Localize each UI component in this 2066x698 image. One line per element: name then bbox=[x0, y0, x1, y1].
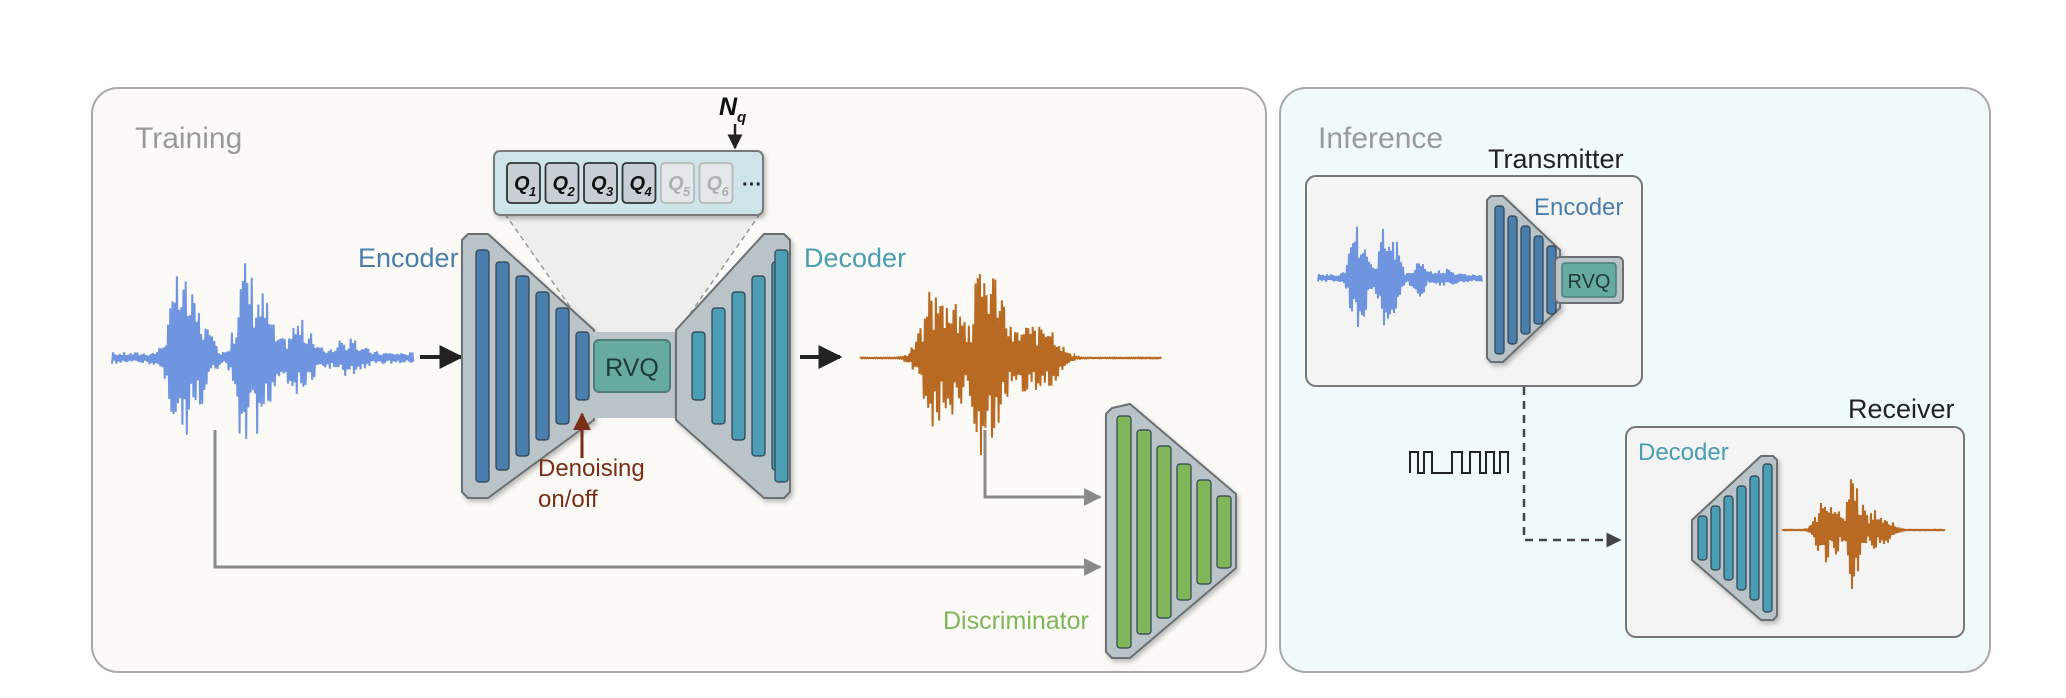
svg-text:4: 4 bbox=[644, 184, 653, 199]
rx-decoder-layer-6 bbox=[1762, 463, 1773, 613]
rx-decoder-layer-5 bbox=[1749, 475, 1760, 601]
tx-encoder-layer-1 bbox=[1494, 205, 1505, 355]
input-waveform bbox=[111, 263, 415, 439]
svg-text:Q: Q bbox=[707, 173, 723, 195]
transmitter-encoder-block bbox=[1486, 195, 1570, 363]
decoder-outer-layer-1 bbox=[774, 249, 789, 483]
quantizer-ellipsis: ··· bbox=[742, 174, 762, 196]
discriminator-layer-2 bbox=[1136, 429, 1152, 635]
discriminator-layer-4 bbox=[1176, 463, 1192, 601]
rx-decoder-layer-3 bbox=[1723, 495, 1734, 581]
svg-text:Q: Q bbox=[514, 173, 530, 195]
encoder-block bbox=[461, 233, 595, 499]
encoder-layer-5 bbox=[555, 307, 570, 425]
decoder-layer-1 bbox=[691, 331, 706, 401]
svg-text:3: 3 bbox=[606, 184, 614, 199]
svg-text:1: 1 bbox=[529, 184, 536, 199]
svg-text:Q: Q bbox=[668, 173, 684, 195]
svg-text:2: 2 bbox=[567, 184, 576, 199]
decoder-block bbox=[675, 233, 791, 499]
rx-decoder-layer-2 bbox=[1710, 505, 1721, 571]
svg-text:5: 5 bbox=[683, 184, 691, 199]
encoder-label: Encoder bbox=[358, 243, 459, 273]
discriminator-layer-3 bbox=[1156, 445, 1172, 619]
transmission-link bbox=[1522, 387, 1622, 548]
tx-encoder-layer-4 bbox=[1533, 235, 1544, 325]
decoder-layer-3 bbox=[731, 291, 746, 441]
svg-text:Q: Q bbox=[553, 173, 569, 195]
transmitter-box bbox=[1305, 175, 1643, 387]
decoder-label: Decoder bbox=[804, 243, 906, 273]
rvq-label: RVQ bbox=[605, 354, 659, 382]
discriminator-layer-6 bbox=[1216, 495, 1232, 569]
rx-decoder-layer-4 bbox=[1736, 485, 1747, 591]
bitstream-icon bbox=[1409, 451, 1509, 474]
inference-title: Inference bbox=[1318, 122, 1443, 155]
encoder-layer-1 bbox=[475, 249, 490, 483]
encoder-layer-2 bbox=[495, 261, 510, 471]
inference-panel: Inference Transmitter RVQ Encoder Receiv… bbox=[1279, 87, 1991, 673]
discriminator-block bbox=[1105, 403, 1237, 659]
discriminator-label: Discriminator bbox=[943, 607, 1089, 635]
tx-encoder-layer-3 bbox=[1520, 225, 1531, 335]
rx-decoder-layer-1 bbox=[1697, 515, 1708, 561]
svg-text:6: 6 bbox=[722, 184, 730, 199]
encoder-layer-4 bbox=[535, 291, 550, 441]
output-waveform bbox=[859, 274, 1163, 456]
transmitter-rvq-block: RVQ bbox=[1554, 256, 1624, 304]
arrow-input-to-discriminator bbox=[213, 430, 1102, 576]
encoder-layer-3 bbox=[515, 275, 530, 457]
quantizer-zoom-funnel bbox=[505, 214, 760, 338]
svg-text:Q: Q bbox=[591, 173, 607, 195]
training-title: Training bbox=[135, 122, 242, 155]
receiver-decoder-block bbox=[1691, 455, 1778, 621]
arrow-output-to-discriminator bbox=[983, 430, 1102, 506]
transmitter-encoder-label: Encoder bbox=[1534, 194, 1623, 221]
rvq-block: RVQ bbox=[593, 339, 671, 393]
tx-encoder-layer-2 bbox=[1507, 215, 1518, 345]
nq-label: N bbox=[719, 93, 738, 121]
nq-subscript: q bbox=[737, 109, 746, 126]
discriminator-layer-1 bbox=[1116, 415, 1132, 649]
decoder-layer-2 bbox=[711, 307, 726, 425]
transmitter-rvq-label: RVQ bbox=[1568, 271, 1611, 293]
receiver-waveform bbox=[1781, 479, 1946, 589]
encoder-layer-6 bbox=[575, 331, 590, 401]
receiver-label: Receiver bbox=[1848, 394, 1955, 424]
transmitter-waveform bbox=[1317, 226, 1483, 328]
denoising-label-line2: on/off bbox=[538, 486, 598, 513]
denoising-label-line1: Denoising bbox=[538, 455, 645, 482]
discriminator-layer-5 bbox=[1196, 479, 1212, 585]
receiver-box bbox=[1625, 426, 1965, 638]
transmitter-label: Transmitter bbox=[1488, 144, 1624, 174]
decoder-layer-4 bbox=[751, 275, 766, 457]
receiver-decoder-label: Decoder bbox=[1638, 439, 1729, 466]
svg-text:Q: Q bbox=[630, 173, 646, 195]
